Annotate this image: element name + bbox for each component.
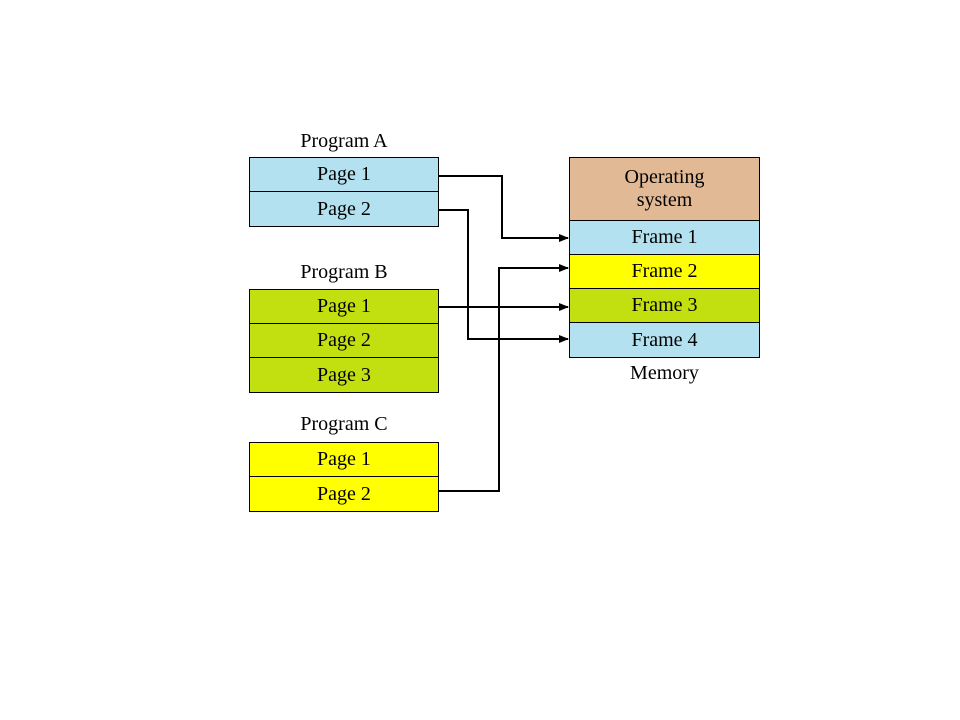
arrow-c-page2-to-frame2: [439, 264, 569, 492]
program-a-page-2: Page 2: [249, 191, 439, 227]
program-b-title: Program B: [300, 261, 388, 283]
memory-frame-1: Frame 1: [569, 220, 760, 255]
arrow-a-page2-to-frame4: [439, 209, 569, 343]
memory-label: Memory: [630, 362, 699, 384]
program-b-page-2: Page 2: [249, 323, 439, 358]
memory-frame-3: Frame 3: [569, 288, 760, 323]
arrow-a-page1-to-frame1: [439, 175, 569, 242]
memory-frame-2: Frame 2: [569, 254, 760, 289]
program-c-title: Program C: [300, 413, 388, 435]
program-a-title: Program A: [300, 130, 388, 152]
operating-system-block: Operating system: [569, 157, 760, 221]
program-c-page-2: Page 2: [249, 476, 439, 512]
memory-frame-4: Frame 4: [569, 322, 760, 358]
program-b-page-3: Page 3: [249, 357, 439, 393]
program-b-page-1: Page 1: [249, 289, 439, 324]
